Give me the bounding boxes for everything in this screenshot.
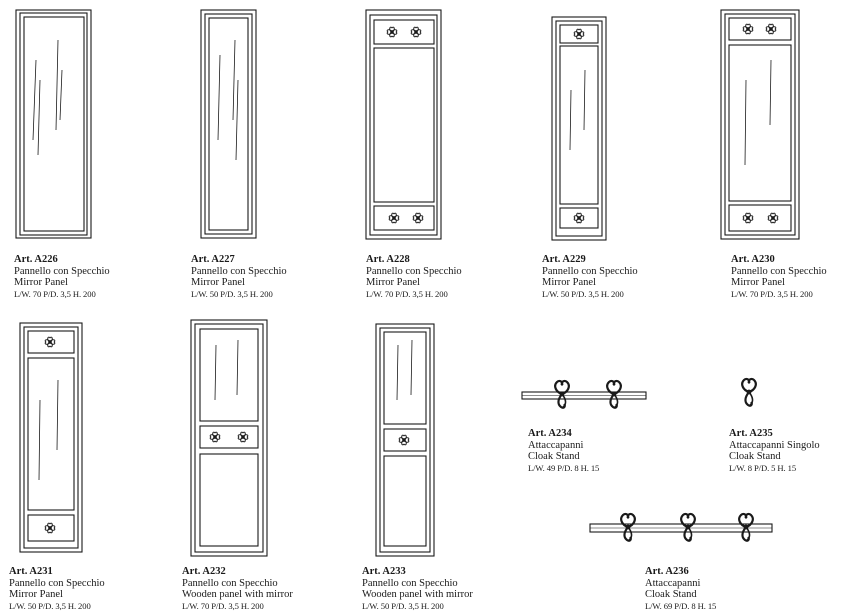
name-italian: Attaccapanni Singolo — [729, 439, 820, 451]
name-italian: Pannello con Specchio — [366, 265, 462, 277]
dimensions: L/W. 50 P/D. 3,5 H. 200 — [191, 288, 273, 299]
name-english: Cloak Stand — [729, 451, 781, 463]
name-english: Cloak Stand — [528, 451, 580, 463]
caption-a228: Art. A228 Pannello con Specchio Mirror P… — [366, 254, 462, 300]
article-code: Art. A228 — [366, 254, 410, 265]
dimensions: L/W. 50 P/D. 3,5 H. 200 — [362, 600, 444, 611]
name-english: Mirror Panel — [191, 277, 245, 289]
name-italian: Pannello con Specchio — [731, 265, 827, 277]
dimensions: L/W. 50 P/D. 3,5 H. 200 — [542, 288, 624, 299]
dimensions: L/W. 70 P/D. 3,5 H. 200 — [14, 288, 96, 299]
name-english: Mirror Panel — [9, 589, 63, 601]
dimensions: L/W. 70 P/D. 3,5 H. 200 — [182, 600, 264, 611]
dimensions: L/W. 49 P/D. 8 H. 15 — [528, 462, 600, 473]
article-code: Art. A231 — [9, 566, 53, 577]
panel-drawing-a229 — [551, 16, 607, 241]
caption-a233: Art. A233 Pannello con Specchio Wooden p… — [362, 566, 473, 612]
article-code: Art. A232 — [182, 566, 226, 577]
name-italian: Pannello con Specchio — [362, 577, 458, 589]
dimensions: L/W. 50 P/D. 3,5 H. 200 — [9, 600, 91, 611]
caption-a227: Art. A227 Pannello con Specchio Mirror P… — [191, 254, 287, 300]
name-english: Wooden panel with mirror — [362, 589, 473, 601]
caption-a232: Art. A232 Pannello con Specchio Wooden p… — [182, 566, 293, 612]
name-english: Mirror Panel — [14, 277, 68, 289]
panel-drawing-a233 — [375, 323, 435, 557]
hook-drawing-a235 — [741, 377, 757, 407]
panel-drawing-a227 — [200, 9, 257, 239]
name-italian: Pannello con Specchio — [9, 577, 105, 589]
caption-a230: Art. A230 Pannello con Specchio Mirror P… — [731, 254, 827, 300]
caption-a229: Art. A229 Pannello con Specchio Mirror P… — [542, 254, 638, 300]
article-code: Art. A235 — [729, 428, 773, 439]
name-english: Mirror Panel — [731, 277, 785, 289]
panel-drawing-a230 — [720, 9, 800, 240]
name-italian: Pannello con Specchio — [542, 265, 638, 277]
name-italian: Pannello con Specchio — [182, 577, 278, 589]
panel-drawing-a228 — [365, 9, 442, 240]
dimensions: L/W. 70 P/D. 3,5 H. 200 — [731, 288, 813, 299]
name-english: Mirror Panel — [542, 277, 596, 289]
name-italian: Attaccapanni — [528, 439, 584, 451]
name-english: Mirror Panel — [366, 277, 420, 289]
name-italian: Pannello con Specchio — [14, 265, 110, 277]
dimensions: L/W. 69 P/D. 8 H. 15 — [645, 600, 717, 611]
dimensions: L/W. 8 P/D. 5 H. 15 — [729, 462, 797, 473]
name-italian: Attaccapanni — [645, 577, 701, 589]
article-code: Art. A230 — [731, 254, 775, 265]
panel-drawing-a232 — [190, 319, 268, 557]
article-code: Art. A227 — [191, 254, 235, 265]
article-code: Art. A236 — [645, 566, 689, 577]
panel-drawing-a231 — [19, 322, 83, 553]
name-english: Wooden panel with mirror — [182, 589, 293, 601]
hook-drawing-a236 — [589, 512, 773, 542]
article-code: Art. A226 — [14, 254, 58, 265]
dimensions: L/W. 70 P/D. 3,5 H. 200 — [366, 288, 448, 299]
name-english: Cloak Stand — [645, 589, 697, 601]
hook-drawing-a234 — [521, 379, 647, 409]
panel-drawing-a226 — [15, 9, 92, 239]
caption-a226: Art. A226 Pannello con Specchio Mirror P… — [14, 254, 110, 300]
caption-a235: Art. A235 Attaccapanni Singolo Cloak Sta… — [729, 428, 820, 474]
article-code: Art. A234 — [528, 428, 572, 439]
article-code: Art. A229 — [542, 254, 586, 265]
article-code: Art. A233 — [362, 566, 406, 577]
caption-a234: Art. A234 Attaccapanni Cloak Stand L/W. … — [528, 428, 599, 474]
name-italian: Pannello con Specchio — [191, 265, 287, 277]
caption-a236: Art. A236 Attaccapanni Cloak Stand L/W. … — [645, 566, 716, 612]
caption-a231: Art. A231 Pannello con Specchio Mirror P… — [9, 566, 105, 612]
